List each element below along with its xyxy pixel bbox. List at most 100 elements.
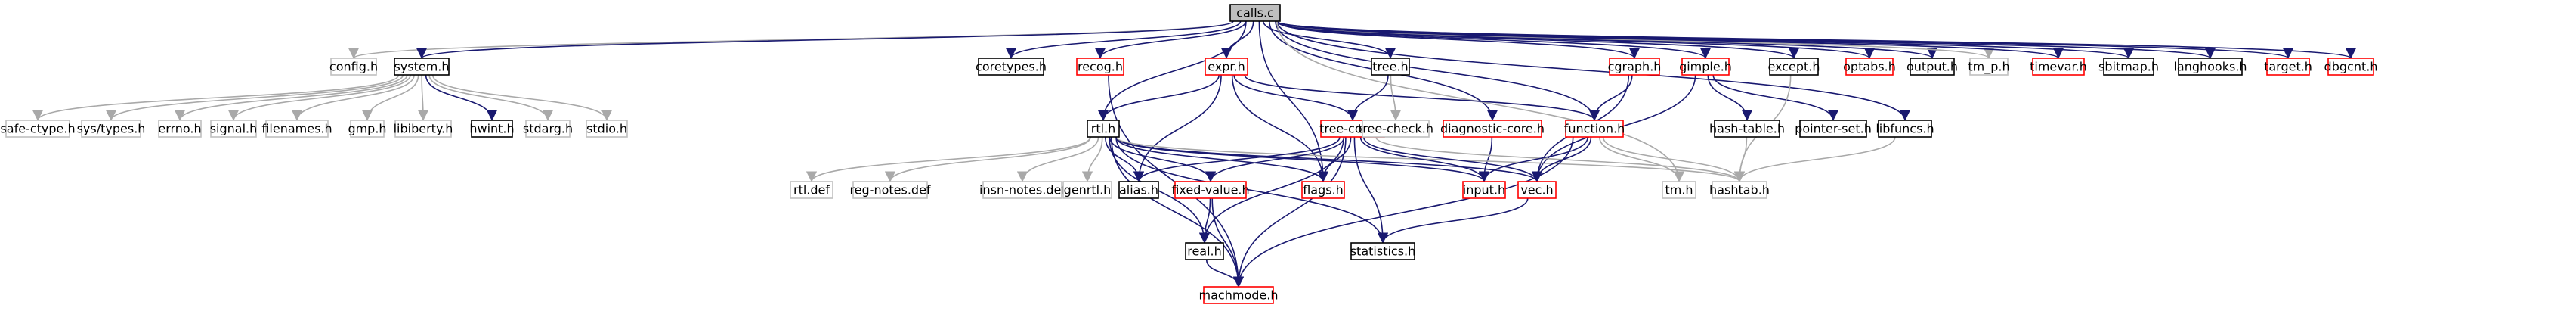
node-gimple-h[interactable]: gimple.h [1679,58,1732,76]
node-timevar-h[interactable]: timevar.h [2030,58,2087,76]
node-label: tm.h [1665,183,1693,197]
edge-line [1244,74,1600,121]
edge-vec_h-to-statistics_h [1377,197,1529,244]
node-sbitmap-h[interactable]: sbitmap.h [2098,58,2159,76]
node-except-h[interactable]: except.h [1767,58,1820,76]
node-box [394,58,450,76]
edge-line [1588,74,1633,121]
node-safe-ctype-h: safe-ctype.h [0,120,76,138]
node-box [1062,181,1112,199]
edge-system_h-to-sys_types_h [105,74,404,121]
edge-line [1108,74,1245,288]
node-target-h[interactable]: target.h [2264,58,2312,76]
node-tm-h: tm.h [1662,181,1696,199]
edge-calls_c-to-langhooks_h [1276,20,2216,59]
edge-rtl_h-to-flags_h [1115,136,1329,182]
node-label: machmode.h [1199,288,1279,303]
edge-line [32,74,400,121]
node-dbgcnt-h[interactable]: dbgcnt.h [2324,58,2378,76]
edge-tree_core_h-to-machmode_h [1232,136,1347,288]
node-label: pointer-set.h [1795,122,1872,136]
node-tree-h[interactable]: tree.h [1371,58,1410,76]
node-expr-h[interactable]: expr.h [1205,58,1248,76]
node-box [210,120,257,138]
edge-line [1115,136,1389,244]
node-label: coretypes.h [976,60,1047,74]
node-optabs-h[interactable]: optabs.h [1843,58,1896,76]
node-stdarg-h: stdarg.h [523,120,573,138]
node-langhooks-h[interactable]: langhooks.h [2173,58,2247,76]
node-label: except.h [1767,60,1820,74]
edge-line [1115,136,1745,182]
edge-line [1276,20,1911,121]
node-tree-check-h: tree-check.h [1358,120,1433,138]
node-config-h: config.h [329,58,378,76]
node-label: fixed-value.h [1171,183,1249,197]
node-label: alias.h [1119,183,1158,197]
edge-line [1262,20,1396,59]
node-rtl-def: rtl.def [790,181,833,199]
node-label: output.h [1906,60,1958,74]
node-vec-h[interactable]: vec.h [1517,181,1557,199]
node-box [471,120,513,138]
node-libfuncs-h[interactable]: libfuncs.h [1876,120,1934,138]
edge-rtl_h-to-vec_h [1115,136,1542,182]
node-box [81,120,141,138]
node-hwint-h[interactable]: hwint.h [469,120,515,138]
node-box [1845,58,1894,76]
node-fixed-value-h[interactable]: fixed-value.h [1171,181,1250,199]
edge-line [1359,136,1490,182]
edge-line [1276,20,2064,59]
node-label: tree-check.h [1358,122,1433,136]
node-box [1681,58,1730,76]
edge-line [416,20,1234,59]
node-output-h[interactable]: output.h [1906,58,1958,76]
node-label: tree.h [1372,60,1408,74]
edge-function_h-to-hashtab_h [1602,136,1746,182]
node-function-h[interactable]: function.h [1564,120,1625,138]
node-coretypes-h[interactable]: coretypes.h [976,58,1047,76]
node-hashtable-h[interactable]: hash-table.h [1709,120,1785,138]
node-system-h[interactable]: system.h [394,58,450,76]
edge-rtl_h-to-fixed_value_h [1109,136,1217,182]
edge-system_h-to-hwint_h [425,74,498,121]
node-label: hashtab.h [1709,183,1770,197]
edge-system_h-to-stdio_h [431,74,613,121]
node-label: timevar.h [2030,60,2087,74]
node-sys-types-h: sys/types.h [77,120,145,138]
node-calls-c[interactable]: calls.c [1229,4,1281,22]
node-machmode-h[interactable]: machmode.h [1199,286,1279,304]
edge-gimple_h-to-pointer_set_h [1712,74,1839,121]
node-box [1517,181,1557,199]
node-box [265,120,329,138]
edge-calls_c-to-system_h [416,20,1234,59]
edge-system_h-to-errno_h [174,74,408,121]
edge-system_h-to-safe_ctype_h [32,74,400,121]
node-real-h[interactable]: real.h [1185,242,1224,260]
node-recog-h[interactable]: recog.h [1076,58,1124,76]
node-flags-h[interactable]: flags.h [1301,181,1345,199]
node-label: libiberty.h [394,122,453,136]
node-box [158,120,202,138]
edge-calls_c-to-expr_h [1220,20,1254,59]
edge-line [1016,136,1099,182]
node-box [1609,58,1660,76]
node-box [1443,120,1542,138]
node-diagnostic-core-h[interactable]: diagnostic-core.h [1440,120,1545,138]
edge-line [428,74,554,121]
node-label: flags.h [1303,183,1344,197]
node-input-h[interactable]: input.h [1462,181,1506,199]
node-pointer-set-h[interactable]: pointer-set.h [1795,120,1872,138]
edge-line [1081,136,1103,182]
node-label: rtl.h [1091,122,1116,136]
edge-tree_core_h-to-vec_h [1362,136,1543,182]
node-label: target.h [2264,60,2312,74]
edge-line [1362,136,1543,182]
node-label: gimple.h [1679,60,1732,74]
node-box [978,58,1044,76]
node-alias-h[interactable]: alias.h [1118,181,1159,199]
edge-rtl_h-to-insn_notes_def [1016,136,1099,182]
node-statistics-h[interactable]: statistics.h [1350,242,1416,260]
node-cgraph-h[interactable]: cgraph.h [1608,58,1662,76]
node-rtl-h[interactable]: rtl.h [1087,120,1120,138]
